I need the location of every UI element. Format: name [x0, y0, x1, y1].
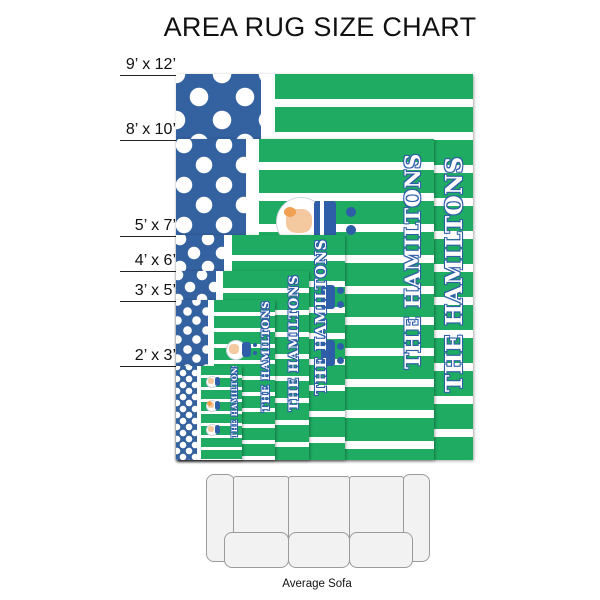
- sofa-seat-cushion: [288, 532, 350, 568]
- size-label-2x3: 2’ x 3’: [120, 347, 176, 367]
- football-player-icon: [226, 340, 260, 360]
- size-label-8x10: 8’ x 10’: [120, 121, 176, 141]
- polka-dot-band: [176, 366, 197, 460]
- rug-name-text: THE HAMILTONS: [311, 238, 331, 396]
- sideline: [197, 366, 201, 460]
- size-label-3x5: 3’ x 5’: [120, 282, 176, 302]
- sofa-illustration: [206, 474, 430, 568]
- rug-name-text: THE HAMILTONS: [286, 274, 303, 412]
- football-player-icon: [321, 340, 345, 370]
- rug-name-text: THE HAMILTONS: [399, 152, 426, 369]
- rug-name-text: THE HAMILTONS: [259, 300, 273, 413]
- size-label-4x6: 4’ x 6’: [120, 252, 176, 272]
- rug-2x3: THE HAMILTONS: [176, 366, 242, 460]
- football-player-icon: [206, 376, 226, 388]
- size-label-5x7: 5’ x 7’: [120, 217, 176, 237]
- football-player-icon: [206, 400, 226, 412]
- sofa-caption: Average Sofa: [282, 578, 352, 590]
- rug-name-text: THE HAMILTONS: [440, 155, 469, 392]
- sofa-seat-cushion: [224, 532, 289, 568]
- football-player-icon: [321, 285, 345, 315]
- rug-name-text: THE HAMILTONS: [230, 366, 240, 438]
- sofa-seat-cushion: [349, 532, 413, 568]
- size-label-9x12: 9’ x 12’: [120, 56, 176, 76]
- chart-title: AREA RUG SIZE CHART: [163, 12, 477, 42]
- football-player-icon: [206, 424, 226, 436]
